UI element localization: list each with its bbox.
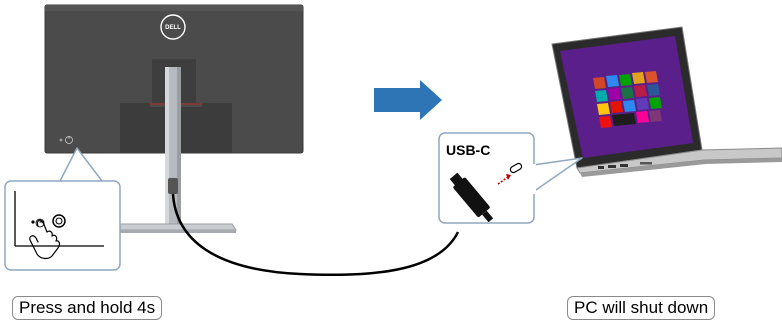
usb-c-cable xyxy=(171,193,460,277)
monitor-power-button[interactable] xyxy=(59,136,73,144)
power-button-icon xyxy=(31,214,66,228)
power-button-callout xyxy=(4,147,121,271)
right-arrow-icon xyxy=(374,80,442,120)
usb-c-callout xyxy=(438,132,583,224)
caption-press-and-hold: Press and hold 4s xyxy=(12,296,163,320)
dell-logo xyxy=(160,14,186,40)
hand-press-icon xyxy=(29,218,61,260)
caption-pc-shut-down: PC will shut down xyxy=(567,296,716,320)
monitor-stand xyxy=(115,67,237,233)
dell-logo-text: DELL xyxy=(165,25,181,31)
stand-base xyxy=(115,223,237,231)
laptop xyxy=(551,26,782,177)
usb-c-label: USB-C xyxy=(446,142,491,158)
start-screen-tiles xyxy=(593,71,662,128)
usb-c-port-icon xyxy=(509,162,523,174)
usb-c-plug-icon xyxy=(449,172,494,223)
